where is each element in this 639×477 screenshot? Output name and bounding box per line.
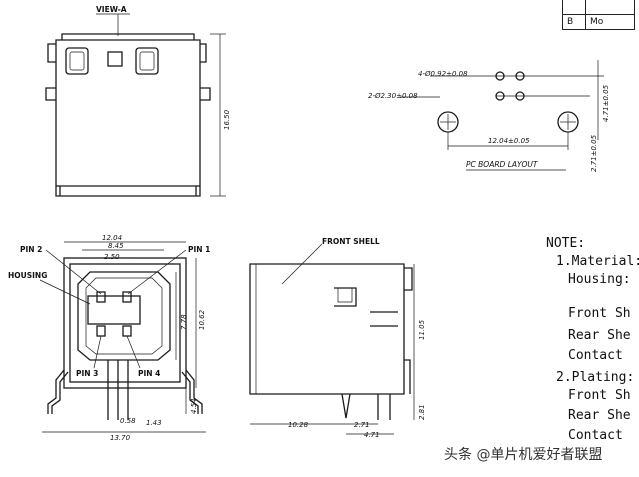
housing-label: HOUSING [8,271,47,280]
watermark-text: 头条 @单片机爱好者联盟 [444,447,603,463]
note-line-6: 2.Plating: [556,370,635,385]
note-title: NOTE: [546,236,586,251]
pin1-label: PIN 1 [188,245,210,254]
top-view: VIEW-A 16.50 [45,5,231,197]
side-view: FRONT SHELL 11.05 2.81 10.28 2.71 4.71 [249,237,426,439]
top-height-dim: 16.50 [223,109,231,130]
width-mid-dim: 8.45 [108,242,124,250]
width-top-dim: 12.04 [102,234,122,242]
pcb-spacing-dim: 12.04±0.05 [488,137,530,145]
view-a-label: VIEW-A [96,5,127,14]
note-line-9: Contact [568,428,623,443]
rev-text: Mo [585,14,635,30]
note-line-1: 1.Material: [556,254,639,269]
pcb-vertical-dim-2: 2.71±0.05 [590,134,598,172]
pcb-title: PC BOARD LAYOUT [466,160,539,169]
note-line-3: Front Sh [568,306,631,321]
width-bottom-dim: 13.70 [110,434,131,442]
side-height-dim: 11.05 [418,319,426,340]
note-line-7: Front Sh [568,388,631,403]
side-pin-height-dim: 2.81 [418,404,426,420]
side-dim-a: 10.28 [288,421,309,429]
pin3-label: PIN 3 [76,369,98,378]
side-dim-c: 4.71 [364,431,380,439]
pin-offset-dim: 1.43 [146,419,162,427]
note-line-4: Rear She [568,328,631,343]
revision-table: B Mo [562,0,635,30]
width-inner-dim: 2.50 [104,253,120,261]
height-outer-dim: 10.62 [198,309,206,330]
pcb-vertical-dim: 4.71±0.05 [602,84,610,122]
pin2-label: PIN 2 [20,245,42,254]
rev-code: B [562,14,586,30]
pcb-hole-large-dim: 2-Ø2.30±0.08 [368,92,418,100]
pin-gap-dim: 0.58 [120,417,136,425]
height-inner-dim: 7.78 [180,314,188,330]
note-line-5: Contact [568,348,623,363]
pcb-hole-small-dim: 4-Ø0.92±0.08 [418,70,468,78]
pin4-label: PIN 4 [138,369,160,378]
pin-length-dim: 4.54 [190,398,198,414]
front-shell-label: FRONT SHELL [322,237,380,246]
pcb-layout: 4-Ø0.92±0.08 2-Ø2.30±0.08 12.04±0.05 4.7… [368,60,610,172]
note-line-2: Housing: [568,272,631,287]
note-line-8: Rear She [568,408,631,423]
front-view: 12.04 8.45 2.50 10.62 7.78 4.54 0.58 1.4… [8,234,210,442]
side-dim-b: 2.71 [354,421,370,429]
